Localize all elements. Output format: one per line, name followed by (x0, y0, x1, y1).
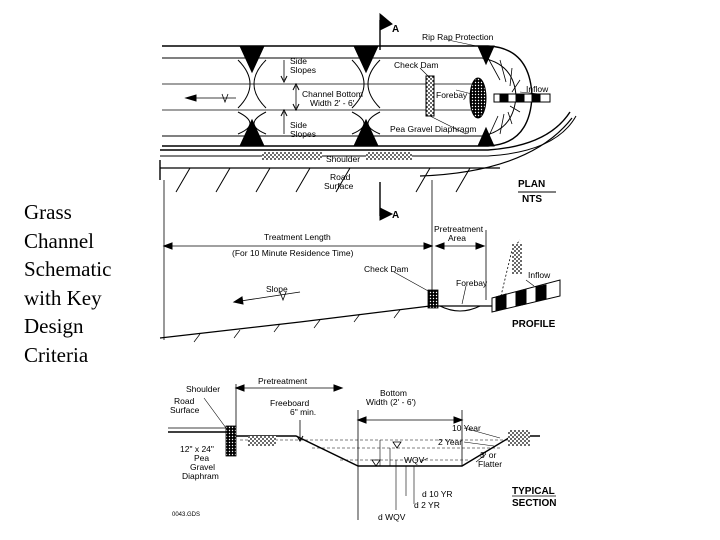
label-shoulder-plan: Shoulder (326, 154, 360, 164)
label-diaphragm-2: Pea (194, 453, 209, 463)
diagram-labels: A Rip Rap Protection Check Dam Side Slop… (170, 24, 556, 522)
label-freeboard-1: Freeboard (270, 398, 309, 408)
plan-view (159, 12, 577, 221)
label-freeboard-2: 6" min. (290, 407, 316, 417)
typical-section-view (168, 384, 556, 520)
label-inflow-plan: Inflow (526, 84, 549, 94)
label-side-slopes-bottom-2: Slopes (290, 129, 316, 139)
label-forebay-profile: Forebay (456, 278, 488, 288)
label-pretreatment-area-2: Area (448, 233, 466, 243)
label-slope: Slope (266, 284, 288, 294)
section-marker-top: A (392, 24, 399, 35)
label-road-surface-section-2: Surface (170, 405, 200, 415)
caption: Grass Channel Schematic with Key Design … (24, 198, 154, 369)
profile-view (159, 180, 561, 343)
label-road-surface-plan-2: Surface (324, 181, 354, 191)
label-d10: d 10 YR (422, 489, 453, 499)
label-residence-time: (For 10 Minute Residence Time) (232, 248, 354, 258)
profile-title: PROFILE (512, 319, 556, 330)
label-dwqv: d WQV (378, 512, 406, 522)
label-diaphragm-1: 12" x 24" (180, 444, 214, 454)
label-pretreatment: Pretreatment (258, 376, 308, 386)
label-diaphragm-4: Diaphram (182, 471, 219, 481)
label-channel-bottom-1: Channel Bottom (302, 89, 363, 99)
label-check-dam-plan: Check Dam (394, 60, 438, 70)
label-2-year: 2 Year (438, 437, 462, 447)
label-side-slope-1: 3' or (480, 450, 496, 460)
label-bottom-width-2: Width (2' - 6') (366, 397, 416, 407)
plan-scale: NTS (522, 194, 542, 205)
label-road-surface-section-1: Road (174, 396, 195, 406)
caption-line-2: Channel (24, 228, 94, 253)
label-pretreatment-area-1: Pretreatment (434, 224, 484, 234)
drawing-code: 0043.GDS (172, 512, 200, 518)
label-road-surface-plan-1: Road (330, 172, 351, 182)
caption-line-5: Design (24, 314, 84, 338)
label-side-slope-2: Flatter (478, 459, 502, 469)
section-title-2: SECTION (512, 498, 556, 509)
plan-title: PLAN (518, 179, 545, 190)
label-wqv: WQV (404, 455, 425, 465)
label-channel-bottom-2: Width 2' - 6' (310, 98, 355, 108)
caption-line-3: Schematic (24, 257, 112, 281)
label-forebay-plan: Forebay (436, 90, 468, 100)
caption-line-1: Grass (24, 200, 72, 224)
label-check-dam-profile: Check Dam (364, 264, 408, 274)
section-marker-bottom: A (392, 210, 399, 221)
label-side-slopes-top-1: Side (290, 56, 307, 66)
label-inflow-profile: Inflow (528, 270, 551, 280)
label-10-year: 10 Year (452, 423, 481, 433)
label-rip-rap-protection: Rip Rap Protection (422, 32, 494, 42)
label-d2: d 2 YR (414, 500, 440, 510)
label-pea-gravel-diaphragm: Pea Gravel Diaphragm (390, 124, 476, 134)
label-diaphragm-3: Gravel (190, 462, 215, 472)
caption-line-4: with Key (24, 285, 102, 310)
label-side-slopes-bottom-1: Side (290, 120, 307, 130)
caption-line-6: Criteria (24, 342, 89, 367)
label-shoulder-section: Shoulder (186, 384, 220, 394)
label-treatment-length: Treatment Length (264, 232, 331, 242)
section-title-1: TYPICAL (512, 486, 555, 497)
label-bottom-width-1: Bottom (380, 388, 407, 398)
label-side-slopes-top-2: Slopes (290, 65, 316, 75)
